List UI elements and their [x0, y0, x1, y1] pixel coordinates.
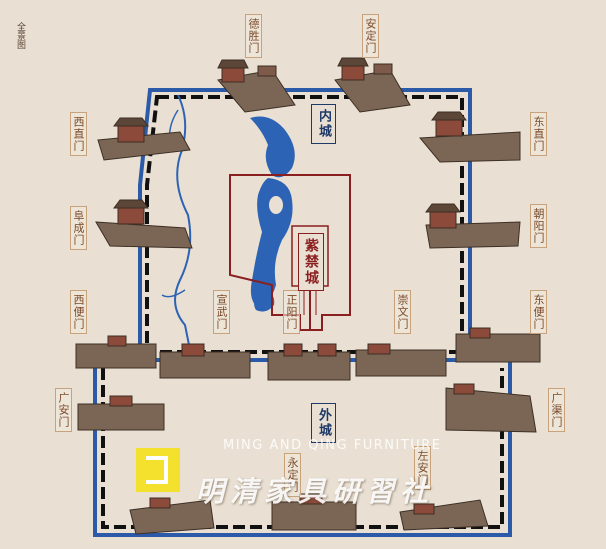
- gate-label-guangan: 广安门: [55, 388, 72, 432]
- gate-label-dongbian: 东便门: [530, 290, 547, 334]
- overview-label: 全景图: [15, 22, 25, 49]
- west-river: [174, 94, 192, 351]
- gate-label-dongzhi: 东直门: [530, 112, 547, 156]
- gate-tower-yongding: [271, 493, 357, 531]
- gate-tower-xuanwu: [159, 343, 251, 379]
- gate-tower-southwest: [129, 497, 215, 535]
- central-lake: [250, 178, 293, 308]
- gate-label-yongding: 永定门: [284, 453, 301, 497]
- south-lake: [254, 290, 275, 312]
- gate-label-chaoyang: 朝阳门: [530, 204, 547, 248]
- watermark-logo: [136, 448, 180, 492]
- gate-tower-zuoan: [399, 499, 489, 531]
- gate-tower-chaoyang: [425, 203, 521, 249]
- gate-label-xizhi: 西直门: [70, 112, 87, 156]
- zone-label-forbidden-city: 紫禁城: [298, 233, 324, 291]
- west-river-branch-2: [161, 289, 186, 298]
- gate-tower-fucheng: [95, 199, 193, 249]
- gate-label-xuanwu: 宣武门: [213, 290, 230, 334]
- watermark-logo-mark: [146, 456, 168, 484]
- watermark-english: MING AND QING FURNITURE: [223, 438, 442, 453]
- gate-label-chongwen: 崇文门: [394, 290, 411, 334]
- gate-tower-xibian: [75, 335, 157, 369]
- gate-tower-desheng: [217, 59, 296, 113]
- gate-tower-guangqu: [445, 383, 537, 433]
- outer-city-wall-blue: [93, 362, 512, 537]
- north-lake: [250, 116, 295, 178]
- gate-tower-chongwen: [355, 343, 447, 377]
- gate-tower-guangan: [77, 395, 165, 431]
- gate-label-anding: 安定门: [362, 14, 379, 58]
- gate-tower-dongbian: [455, 327, 541, 363]
- gate-label-zuoan: 左安门: [414, 446, 431, 490]
- gate-label-desheng: 德胜门: [245, 14, 262, 58]
- zone-label-outer-city: 外城: [311, 403, 336, 443]
- gate-label-guangqu: 广渠门: [548, 388, 565, 432]
- gate-tower-xizhi: [97, 117, 191, 161]
- gate-label-zhengyang: 正阳门: [283, 290, 300, 334]
- gate-tower-anding: [334, 57, 411, 113]
- gate-tower-zhengyang: [267, 343, 351, 381]
- island: [269, 196, 283, 214]
- zone-label-inner-city: 内城: [311, 104, 336, 144]
- gate-label-xibian: 西便门: [70, 290, 87, 334]
- gate-label-fucheng: 阜成门: [70, 206, 87, 250]
- watermark-chinese: 明清家具研習社: [196, 475, 435, 508]
- gate-tower-dongzhi: [418, 111, 521, 163]
- imperial-city-boundary: [229, 174, 351, 331]
